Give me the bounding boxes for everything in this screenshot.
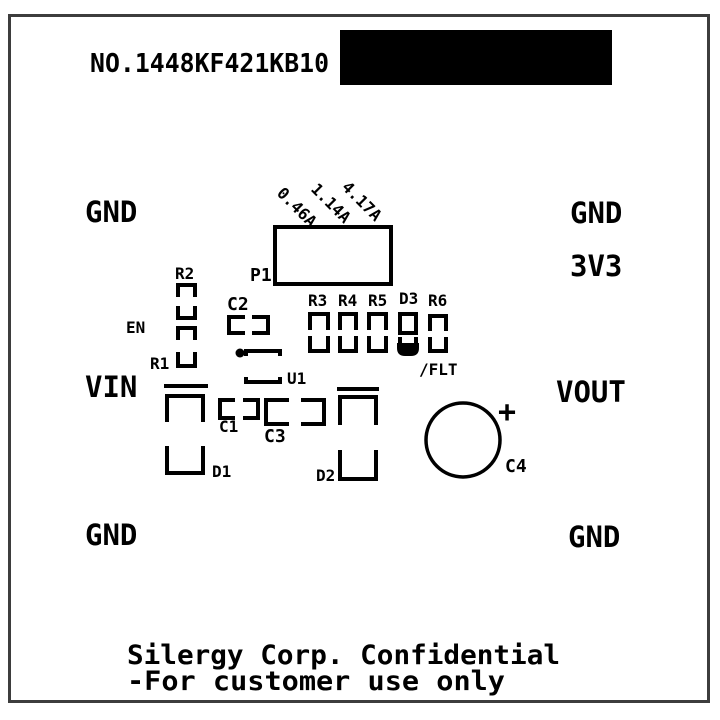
net-label-vout: VOUT <box>556 375 626 409</box>
r6-footprint <box>428 314 448 353</box>
refdes-label-u1: U1 <box>287 369 306 388</box>
d1-footprint <box>165 394 205 475</box>
r1-footprint <box>176 326 197 368</box>
r5-footprint <box>367 312 388 353</box>
refdes-label-c1: C1 <box>219 417 238 436</box>
net-label-gnd-bottom-right: GND <box>568 520 620 554</box>
footer-line-2: -For customer use only <box>127 666 505 697</box>
refdes-label-d3: D3 <box>399 289 418 308</box>
r4-footprint <box>338 312 358 353</box>
refdes-label-r5: R5 <box>368 291 387 310</box>
part-number-label: NO.1448KF421KB10 <box>90 49 329 79</box>
refdes-label-c3: C3 <box>264 426 286 447</box>
refdes-label-r6: R6 <box>428 291 447 310</box>
c4-footprint-circle <box>424 401 502 479</box>
d3-footprint-outline <box>398 312 418 348</box>
refdes-label-d1: D1 <box>212 462 231 481</box>
refdes-label-p1: P1 <box>250 265 272 286</box>
d3-cathode-band <box>397 343 419 356</box>
c3-footprint <box>264 398 326 426</box>
p1-connector-outline <box>273 225 393 286</box>
board-border <box>8 14 710 703</box>
refdes-label-r4: R4 <box>338 291 357 310</box>
refdes-label-d2: D2 <box>316 466 335 485</box>
net-label-gnd-bottom-left: GND <box>85 518 137 552</box>
redaction-bar <box>340 30 612 85</box>
net-label-gnd-top-right: GND <box>570 196 622 230</box>
c4-polarity-mark: + <box>498 395 516 430</box>
d2-footprint <box>338 395 378 481</box>
refdes-label-r2: R2 <box>175 264 194 283</box>
c2-footprint <box>227 315 270 335</box>
refdes-label-c4: C4 <box>505 456 527 477</box>
refdes-label-r1: R1 <box>150 354 169 373</box>
refdes-label-r3: R3 <box>308 291 327 310</box>
net-label-en: EN <box>126 318 145 337</box>
r3-footprint <box>308 312 330 353</box>
u1-pin1-dot <box>235 348 245 358</box>
r2-footprint <box>176 283 197 320</box>
net-label-gnd-top-left: GND <box>85 195 137 229</box>
u1-footprint <box>244 349 282 384</box>
refdes-label-c2: C2 <box>227 294 249 315</box>
net-label-3v3: 3V3 <box>570 249 622 283</box>
net-label-flt: /FLT <box>419 360 458 379</box>
footer-line-1: Silergy Corp. Confidential <box>127 640 560 671</box>
c1-footprint <box>218 398 260 420</box>
net-label-vin: VIN <box>85 370 137 404</box>
